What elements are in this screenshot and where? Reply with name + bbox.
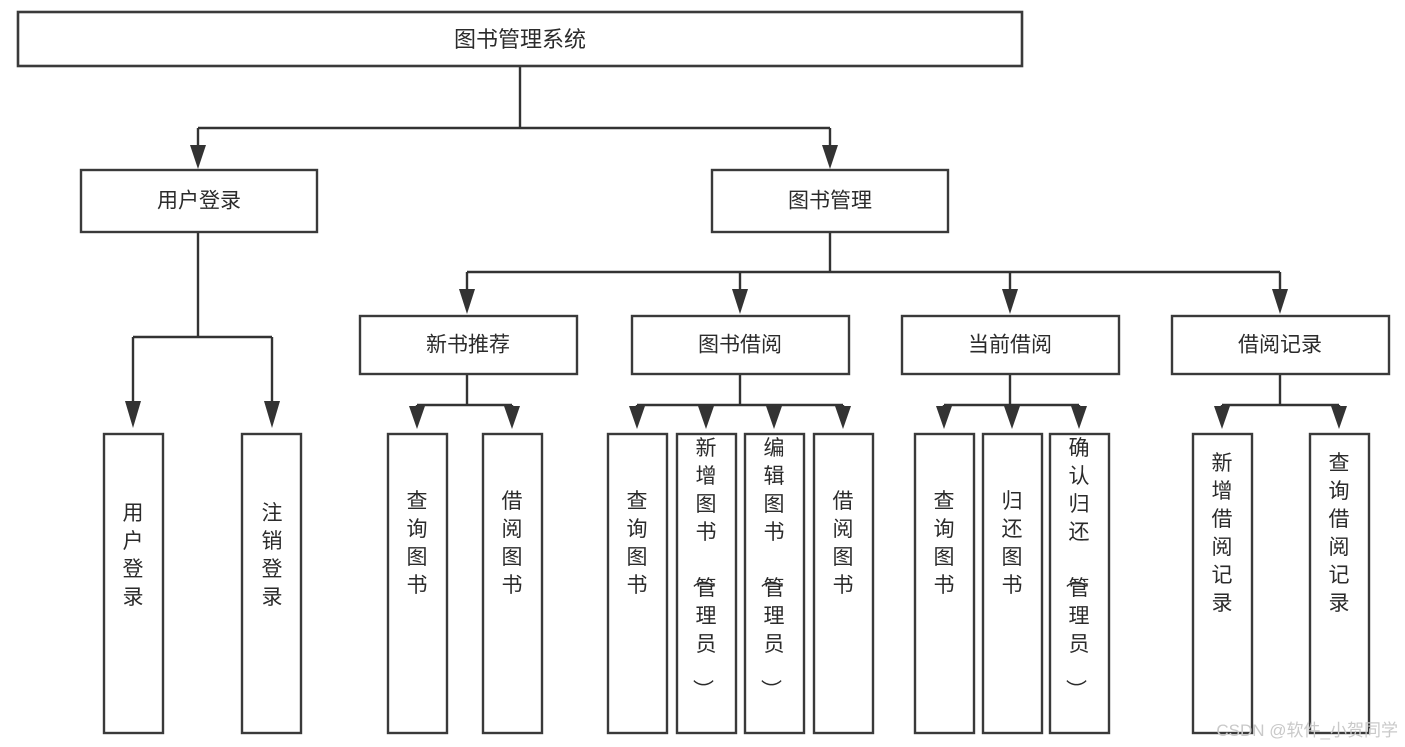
leaf-book-borrow-2-label: 新增图书（管理员） [691,437,717,700]
leaf-book-borrow-1-label: 查询图书 [627,490,648,597]
leaf-new-book-1-label: 查询图书 [407,490,428,597]
leaf-book-borrow-3-label: 编辑图书（管理员） [759,437,785,700]
leaf-book-borrow-3-box[interactable] [743,432,806,735]
node-current-borrow-box[interactable] [900,314,1121,376]
leaf-user-login-1-label: 用户登录 [123,502,144,609]
leaf-borrow-record-2-label: 查询借阅记录 [1329,452,1350,615]
leaf-borrow-record-2[interactable]: 查询借阅记录 [1308,432,1371,735]
node-new-book-recommend-label: 新书推荐 [426,334,510,357]
leaf-borrow-record-2-box[interactable] [1308,432,1371,735]
leaf-current-borrow-2-box[interactable] [981,432,1044,735]
node-new-book-recommend[interactable]: 新书推荐 [358,314,579,376]
leaf-new-book-1[interactable]: 查询图书 [386,432,449,735]
csdn-watermark: CSDN @软件_小贺同学 [1216,721,1398,740]
arrowhead-leaf-new-book-1 [409,406,425,429]
arrowhead-leaf-current-borrow-2 [1004,406,1020,429]
leaf-new-book-2-label: 借阅图书 [502,490,523,597]
leaf-new-book-2-box[interactable] [481,432,544,735]
node-book-management[interactable]: 图书管理 [710,168,950,234]
arrowhead-current-borrow [1002,289,1018,314]
leaf-book-borrow-2-box[interactable] [675,432,738,735]
node-user-login-label: 用户登录 [157,190,241,213]
leaf-user-login-1[interactable]: 用户登录 [102,432,165,735]
node-book-management-label: 图书管理 [788,190,872,213]
arrowhead-leaf-book-borrow-1 [629,406,645,429]
node-book-borrow-label: 图书借阅 [698,334,782,357]
leaf-new-book-2[interactable]: 借阅图书 [481,432,544,735]
leaf-book-borrow-4-label: 借阅图书 [833,490,854,597]
leaf-user-login-2-label: 注销登录 [262,502,283,609]
arrowhead-leaf-borrow-record-1 [1214,406,1230,429]
arrowhead-book-management [822,145,838,169]
node-root-system[interactable]: 图书管理系统 [16,10,1024,68]
leaf-book-borrow-2[interactable]: 新增图书（管理员） [675,432,738,735]
arrowhead-leaf-book-borrow-3 [766,406,782,429]
arrowhead-leaf-book-borrow-4 [835,406,851,429]
node-book-borrow-box[interactable] [630,314,851,376]
leaf-new-book-1-box[interactable] [386,432,449,735]
arrowhead-user-login [190,145,206,169]
node-new-book-recommend-box[interactable] [358,314,579,376]
leaf-borrow-record-1[interactable]: 新增借阅记录 [1191,432,1254,735]
arrowhead-leaf-borrow-record-2 [1331,406,1347,429]
node-borrow-record-label: 借阅记录 [1238,334,1322,357]
leaf-book-borrow-4[interactable]: 借阅图书 [812,432,875,735]
leaf-current-borrow-3-box[interactable] [1048,432,1111,735]
leaf-current-borrow-1[interactable]: 查询图书 [913,432,976,735]
node-current-borrow-label: 当前借阅 [968,334,1052,357]
leaf-user-login-1-box[interactable] [102,432,165,735]
arrowhead-leaf-new-book-2 [504,406,520,429]
node-borrow-record[interactable]: 借阅记录 [1170,314,1391,376]
arrowhead-leaf-user-login-1 [125,401,141,428]
arrowhead-new-book-recommend [459,289,475,314]
node-borrow-record-box[interactable] [1170,314,1391,376]
leaf-current-borrow-3[interactable]: 确认归还（管理员） [1048,432,1111,735]
arrowhead-book-borrow [732,289,748,314]
node-book-management-box[interactable] [710,168,950,234]
node-root-label: 图书管理系统 [454,27,586,52]
leaf-book-borrow-3[interactable]: 编辑图书（管理员） [743,432,806,735]
leaf-current-borrow-3-label: 确认归还（管理员） [1064,437,1090,700]
arrowhead-borrow-record [1272,289,1288,314]
leaf-book-borrow-1-box[interactable] [606,432,669,735]
arrowhead-leaf-user-login-2 [264,401,280,428]
leaf-current-borrow-2[interactable]: 归还图书 [981,432,1044,735]
node-root-box[interactable] [16,10,1024,68]
arrowhead-leaf-current-borrow-1 [936,406,952,429]
arrowhead-leaf-book-borrow-2 [698,406,714,429]
leaf-user-login-2[interactable]: 注销登录 [240,432,303,735]
leaf-book-borrow-1[interactable]: 查询图书 [606,432,669,735]
leaf-borrow-record-1-label: 新增借阅记录 [1212,452,1233,615]
leaf-book-borrow-4-box[interactable] [812,432,875,735]
node-book-borrow[interactable]: 图书借阅 [630,314,851,376]
leaf-current-borrow-1-box[interactable] [913,432,976,735]
leaf-user-login-2-box[interactable] [240,432,303,735]
leaf-current-borrow-2-label: 归还图书 [1002,490,1023,597]
node-current-borrow[interactable]: 当前借阅 [900,314,1121,376]
arrowhead-leaf-current-borrow-3 [1071,406,1087,429]
node-user-login-box[interactable] [79,168,319,234]
leaf-borrow-record-1-box[interactable] [1191,432,1254,735]
leaf-current-borrow-1-label: 查询图书 [934,490,955,597]
node-user-login[interactable]: 用户登录 [79,168,319,234]
connector-layer [125,66,1347,429]
